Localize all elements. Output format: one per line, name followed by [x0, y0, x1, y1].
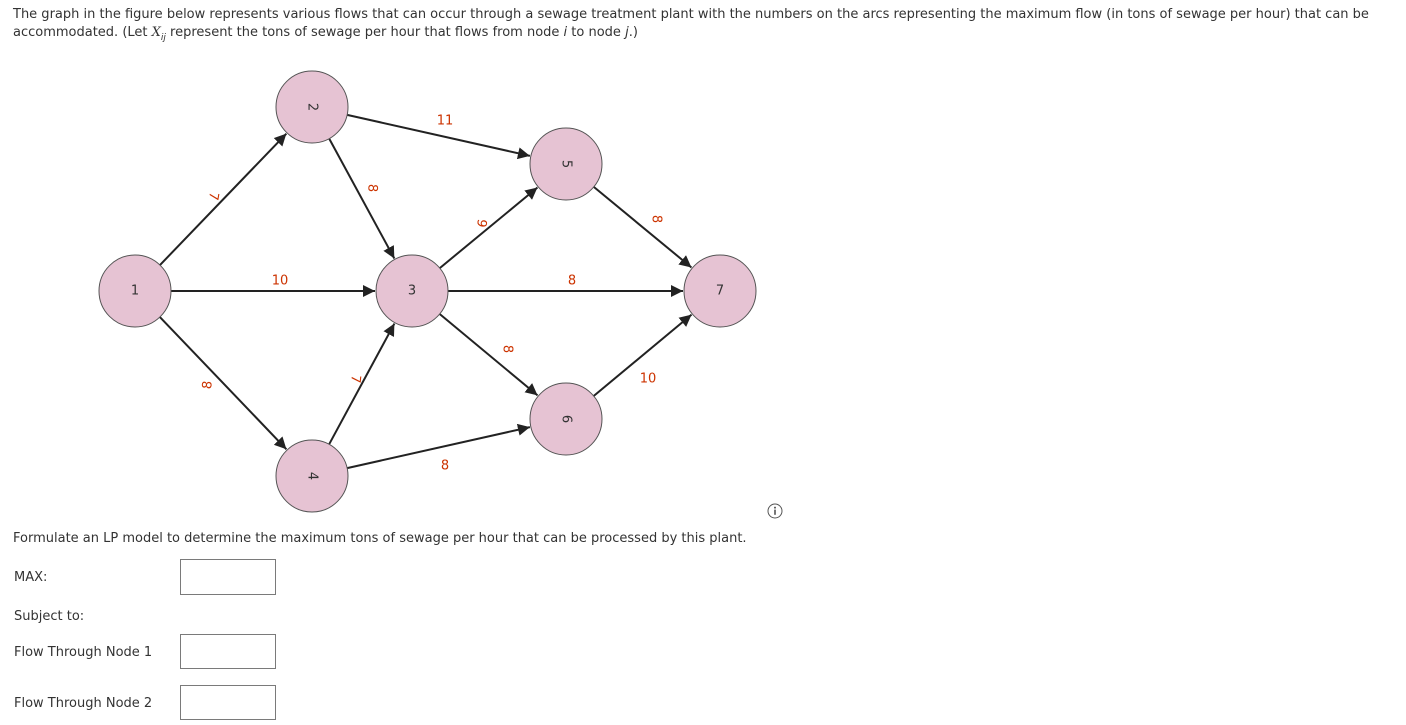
- question-text: Formulate an LP model to determine the m…: [13, 531, 747, 546]
- node-circle-7: [683, 254, 757, 328]
- arc-3-5: [439, 186, 539, 269]
- arc-1-2: [159, 132, 288, 266]
- network-diagram: 1 2 3 4 5 6 7 7 10 8 8 11 7 8 9 8 8 8 10: [98, 70, 757, 513]
- arc-4-6: [346, 423, 531, 470]
- intro-text-part2: represent the tons of sewage per hour th…: [165, 25, 564, 40]
- arc-2-3: [328, 138, 396, 259]
- nodes-layer: 1 2 3 4 5 6 7: [98, 70, 757, 513]
- capacity-label-4-3: 7: [347, 374, 363, 384]
- arc-6-7: [593, 313, 693, 397]
- capacity-label-1-3: 10: [272, 274, 289, 289]
- node-circle-6: [529, 382, 603, 456]
- variable-subscript: ij: [160, 33, 166, 43]
- node1-constraint-label: Flow Through Node 1: [14, 645, 153, 660]
- node-1: 1: [98, 254, 172, 328]
- capacity-label-6-7: 10: [640, 372, 657, 387]
- max-objective-input[interactable]: [180, 559, 276, 595]
- intro-text-part4: .): [628, 25, 638, 40]
- node-label-1: 1: [131, 284, 139, 299]
- capacity-label-2-3: 8: [364, 184, 379, 193]
- node-6: 6: [529, 382, 603, 456]
- arc-1-4: [159, 316, 288, 450]
- node-circle-3: [375, 254, 449, 328]
- node-circle-5: [529, 127, 603, 201]
- node-circle-4: [275, 439, 349, 513]
- node-circle-2: [275, 70, 349, 144]
- arc-2-5: [346, 113, 531, 160]
- capacity-label-3-6: 8: [500, 345, 515, 353]
- node-2: 2: [275, 70, 349, 144]
- node-label-6: 6: [559, 415, 574, 423]
- capacity-label-1-2: 7: [205, 191, 221, 202]
- arc-5-7: [593, 186, 693, 269]
- node-3: 3: [375, 254, 449, 328]
- node-label-3: 3: [408, 284, 416, 299]
- arc-3-6: [439, 313, 539, 397]
- capacity-label-3-7: 8: [568, 274, 576, 289]
- max-label: MAX:: [14, 570, 48, 585]
- node-circle-1: [98, 254, 172, 328]
- subject-to-label: Subject to:: [14, 609, 85, 624]
- node-label-2: 2: [305, 103, 320, 111]
- node2-constraint-label: Flow Through Node 2: [14, 696, 153, 711]
- problem-statement: The graph in the figure below represents…: [13, 6, 1393, 47]
- variable-x: X: [151, 25, 161, 40]
- intro-text-part3: to node: [567, 25, 626, 40]
- capacity-label-5-7: 8: [649, 215, 664, 223]
- node-7: 7: [683, 254, 757, 328]
- capacity-label-2-5: 11: [437, 114, 454, 129]
- node-4: 4: [275, 439, 349, 513]
- node-label-5: 5: [559, 160, 574, 168]
- node-label-4: 4: [305, 472, 320, 480]
- index-j: j: [625, 25, 629, 40]
- arcs-layer: [159, 113, 693, 470]
- capacity-label-3-5: 9: [473, 218, 489, 229]
- node-5: 5: [529, 127, 603, 201]
- capacity-label-4-6: 8: [441, 459, 449, 474]
- capacity-label-1-4: 8: [200, 380, 216, 390]
- node-label-7: 7: [716, 284, 724, 299]
- intro-text-part1: The graph in the figure below represents…: [13, 7, 1369, 40]
- arc-4-3: [328, 323, 396, 445]
- capacity-labels-layer: 7 10 8 8 11 7 8 9 8 8 8 10: [200, 114, 663, 474]
- info-icon[interactable]: [767, 503, 783, 519]
- node1-constraint-input[interactable]: [180, 634, 276, 669]
- node2-constraint-input[interactable]: [180, 685, 276, 720]
- index-i: i: [563, 25, 568, 40]
